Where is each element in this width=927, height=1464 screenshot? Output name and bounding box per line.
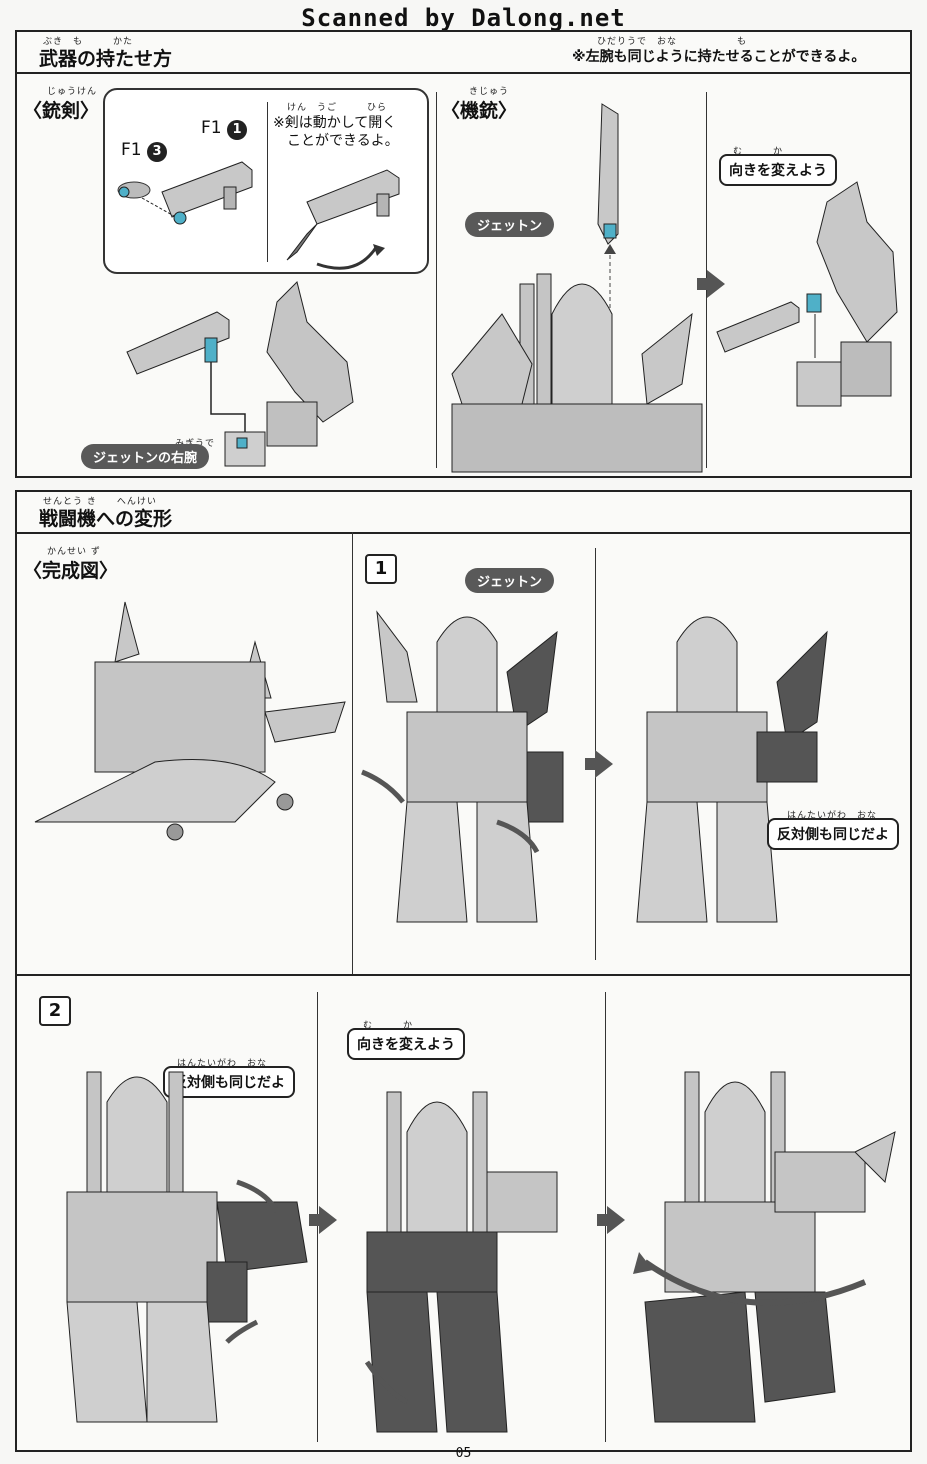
gun-sword-label: 〈銃剣〉: [23, 100, 100, 122]
weapons-panel-divider: [436, 92, 437, 468]
step2-arrow-a: [319, 1206, 337, 1234]
step2-callout-a: 反対側も同じだよ: [163, 1066, 295, 1098]
step2-robot-c: [633, 1071, 896, 1423]
machine-gun-label: 〈機銃〉: [441, 100, 518, 122]
next-arrow: [707, 270, 725, 298]
step1-robot-after: [636, 616, 828, 923]
step2-callout-b: 向きを変えよう: [347, 1028, 465, 1060]
completed-label: 〈完成図〉: [23, 560, 119, 582]
step2-robot-a: [66, 1071, 308, 1423]
sword-note-line2: ことができるよ。: [287, 133, 399, 149]
right-arm-illustration: [126, 281, 354, 467]
sword-note-furigana: けん うご ひら: [287, 103, 388, 113]
part-f1-1-number: 1: [227, 120, 248, 140]
step2-callout-b-furigana: む か: [363, 1021, 414, 1031]
machine-gun-label-furigana: きじゅう: [469, 87, 510, 97]
inset-divider: [267, 102, 268, 262]
machine-gun-jetton-illustration: [451, 103, 703, 473]
sword-note-line1: ※剣は動かして開く: [273, 115, 397, 131]
step2-arrow-a-shaft: [309, 1214, 319, 1226]
part-f1-3-number: 3: [147, 142, 168, 162]
scan-watermark: Scanned by Dalong.net: [301, 4, 626, 32]
next-arrow-shaft: [697, 278, 707, 290]
transform-title-furigana: せんとう き へんけい: [43, 497, 157, 507]
step2-number: 2: [39, 996, 71, 1026]
weapons-header-divider: [17, 72, 910, 74]
part-f1-3: F1 3: [121, 140, 168, 162]
transform-header-divider: [17, 532, 910, 534]
jetton-label-weapons: ジェットン: [465, 212, 555, 237]
turn-callout-furigana: む か: [733, 147, 784, 157]
step1-callout-furigana: はんたいがわ おな: [787, 811, 878, 821]
completed-label-furigana: かんせい ず: [47, 547, 101, 557]
step2-arrow-b: [607, 1206, 625, 1234]
part-f1-3-text: F1: [121, 140, 142, 160]
gun-sword-label-furigana: じゅうけん: [47, 87, 98, 97]
weapons-title: 武器の持たせ方: [39, 48, 173, 70]
step1-number: 1: [365, 554, 397, 584]
page-number: 05: [455, 1446, 472, 1461]
weapons-section: ぶき も かた 武器の持たせ方 ひだりうで おな も ※左腕も同じように持たせる…: [15, 30, 912, 478]
step-row-divider: [17, 974, 910, 976]
machine-gun-arm-illustration: [716, 181, 898, 407]
step1-callout: 反対側も同じだよ: [767, 818, 899, 850]
step2-robot-b: [364, 1091, 558, 1433]
jetton-label-step1: ジェットン: [465, 568, 555, 593]
fighter-mode-illustration: [34, 601, 346, 841]
part-f1-1-text: F1: [201, 118, 222, 138]
step1-robot-before: [361, 610, 564, 923]
transform-section: せんとう き へんけい 戦闘機への変形 かんせい ず 〈完成図〉 1 ジェットン: [15, 490, 912, 1452]
turn-callout-weapons: 向きを変えよう: [719, 154, 837, 186]
weapons-title-furigana: ぶき も かた: [43, 37, 134, 47]
step1-arrow-shaft: [585, 758, 595, 770]
weapons-note: ※左腕も同じように持たせることができるよ。: [572, 49, 866, 65]
transform-title: 戦闘機への変形: [39, 508, 173, 530]
weapons-note-furigana: ひだりうで おな も: [597, 37, 748, 47]
sword-open-illustration: [286, 169, 400, 270]
step2-callout-a-furigana: はんたいがわ おな: [177, 1059, 268, 1069]
step2-arrow-b-shaft: [597, 1214, 607, 1226]
step1-arrow: [595, 750, 613, 778]
right-arm-label: ジェットンの右腕: [81, 444, 210, 469]
completed-divider: [352, 532, 353, 974]
part-f1-1: F1 1: [201, 118, 248, 140]
gun-sword-parts-illustration: [117, 161, 253, 225]
